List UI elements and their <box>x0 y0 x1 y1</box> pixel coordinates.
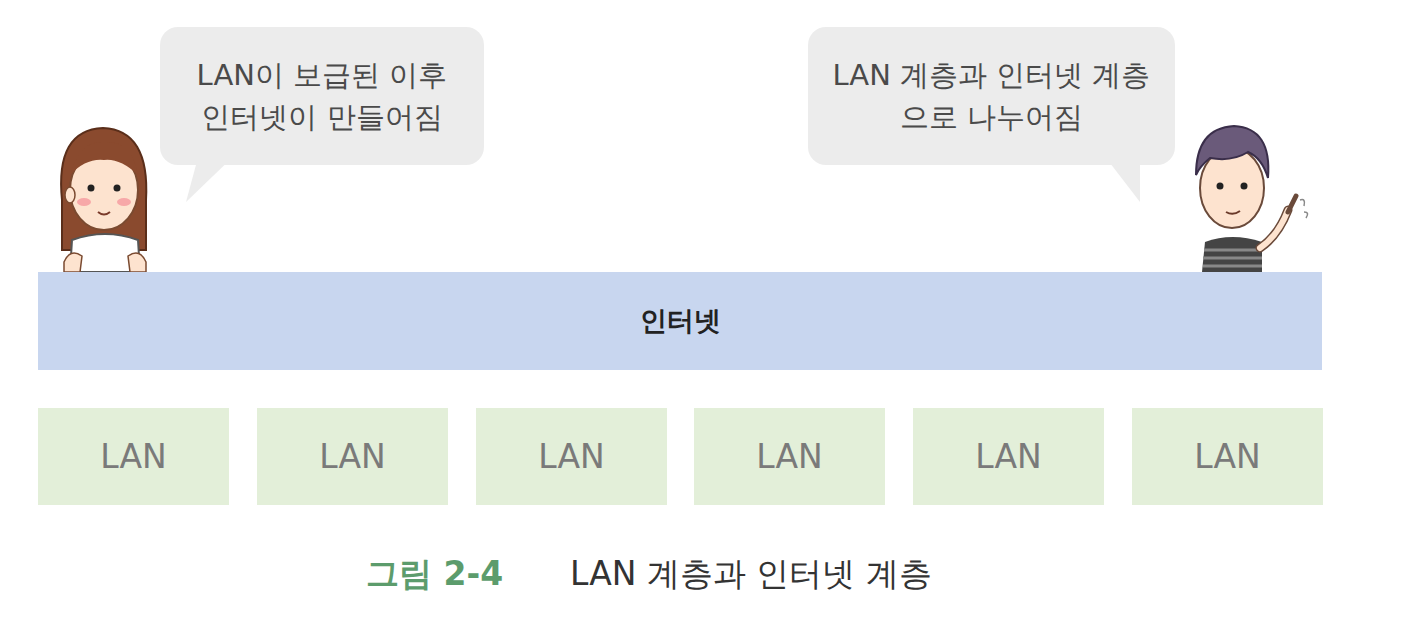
box-label: LAN <box>1194 437 1260 476</box>
box-label: LAN <box>100 437 166 476</box>
lan-box: LAN <box>694 408 885 505</box>
box-label: 인터넷 <box>640 303 721 339</box>
speech-bubble: LAN 계층과 인터넷 계층으로 나누어짐 <box>808 27 1175 165</box>
boy-figure <box>1196 126 1308 272</box>
lan-box: LAN <box>476 408 667 505</box>
lan-box: LAN <box>257 408 448 505</box>
lan-box: LAN <box>1132 408 1323 505</box>
speech-text: LAN 계층과 인터넷 계층으로 나누어짐 <box>828 54 1155 138</box>
girl-figure <box>61 128 146 272</box>
box-label: LAN <box>538 437 604 476</box>
figure-number: 그림 2-4 <box>366 552 503 597</box>
internet-band: 인터넷 <box>38 272 1322 370</box>
box-label: LAN <box>975 437 1041 476</box>
speech-text: LAN이 보급된 이후 인터넷이 만들어짐 <box>180 54 464 138</box>
lan-box: LAN <box>913 408 1104 505</box>
figure-caption: LAN 계층과 인터넷 계층 <box>570 552 932 597</box>
lan-box: LAN <box>38 408 229 505</box>
box-label: LAN <box>756 437 822 476</box>
box-label: LAN <box>319 437 385 476</box>
speech-bubble: LAN이 보급된 이후 인터넷이 만들어짐 <box>160 27 484 165</box>
